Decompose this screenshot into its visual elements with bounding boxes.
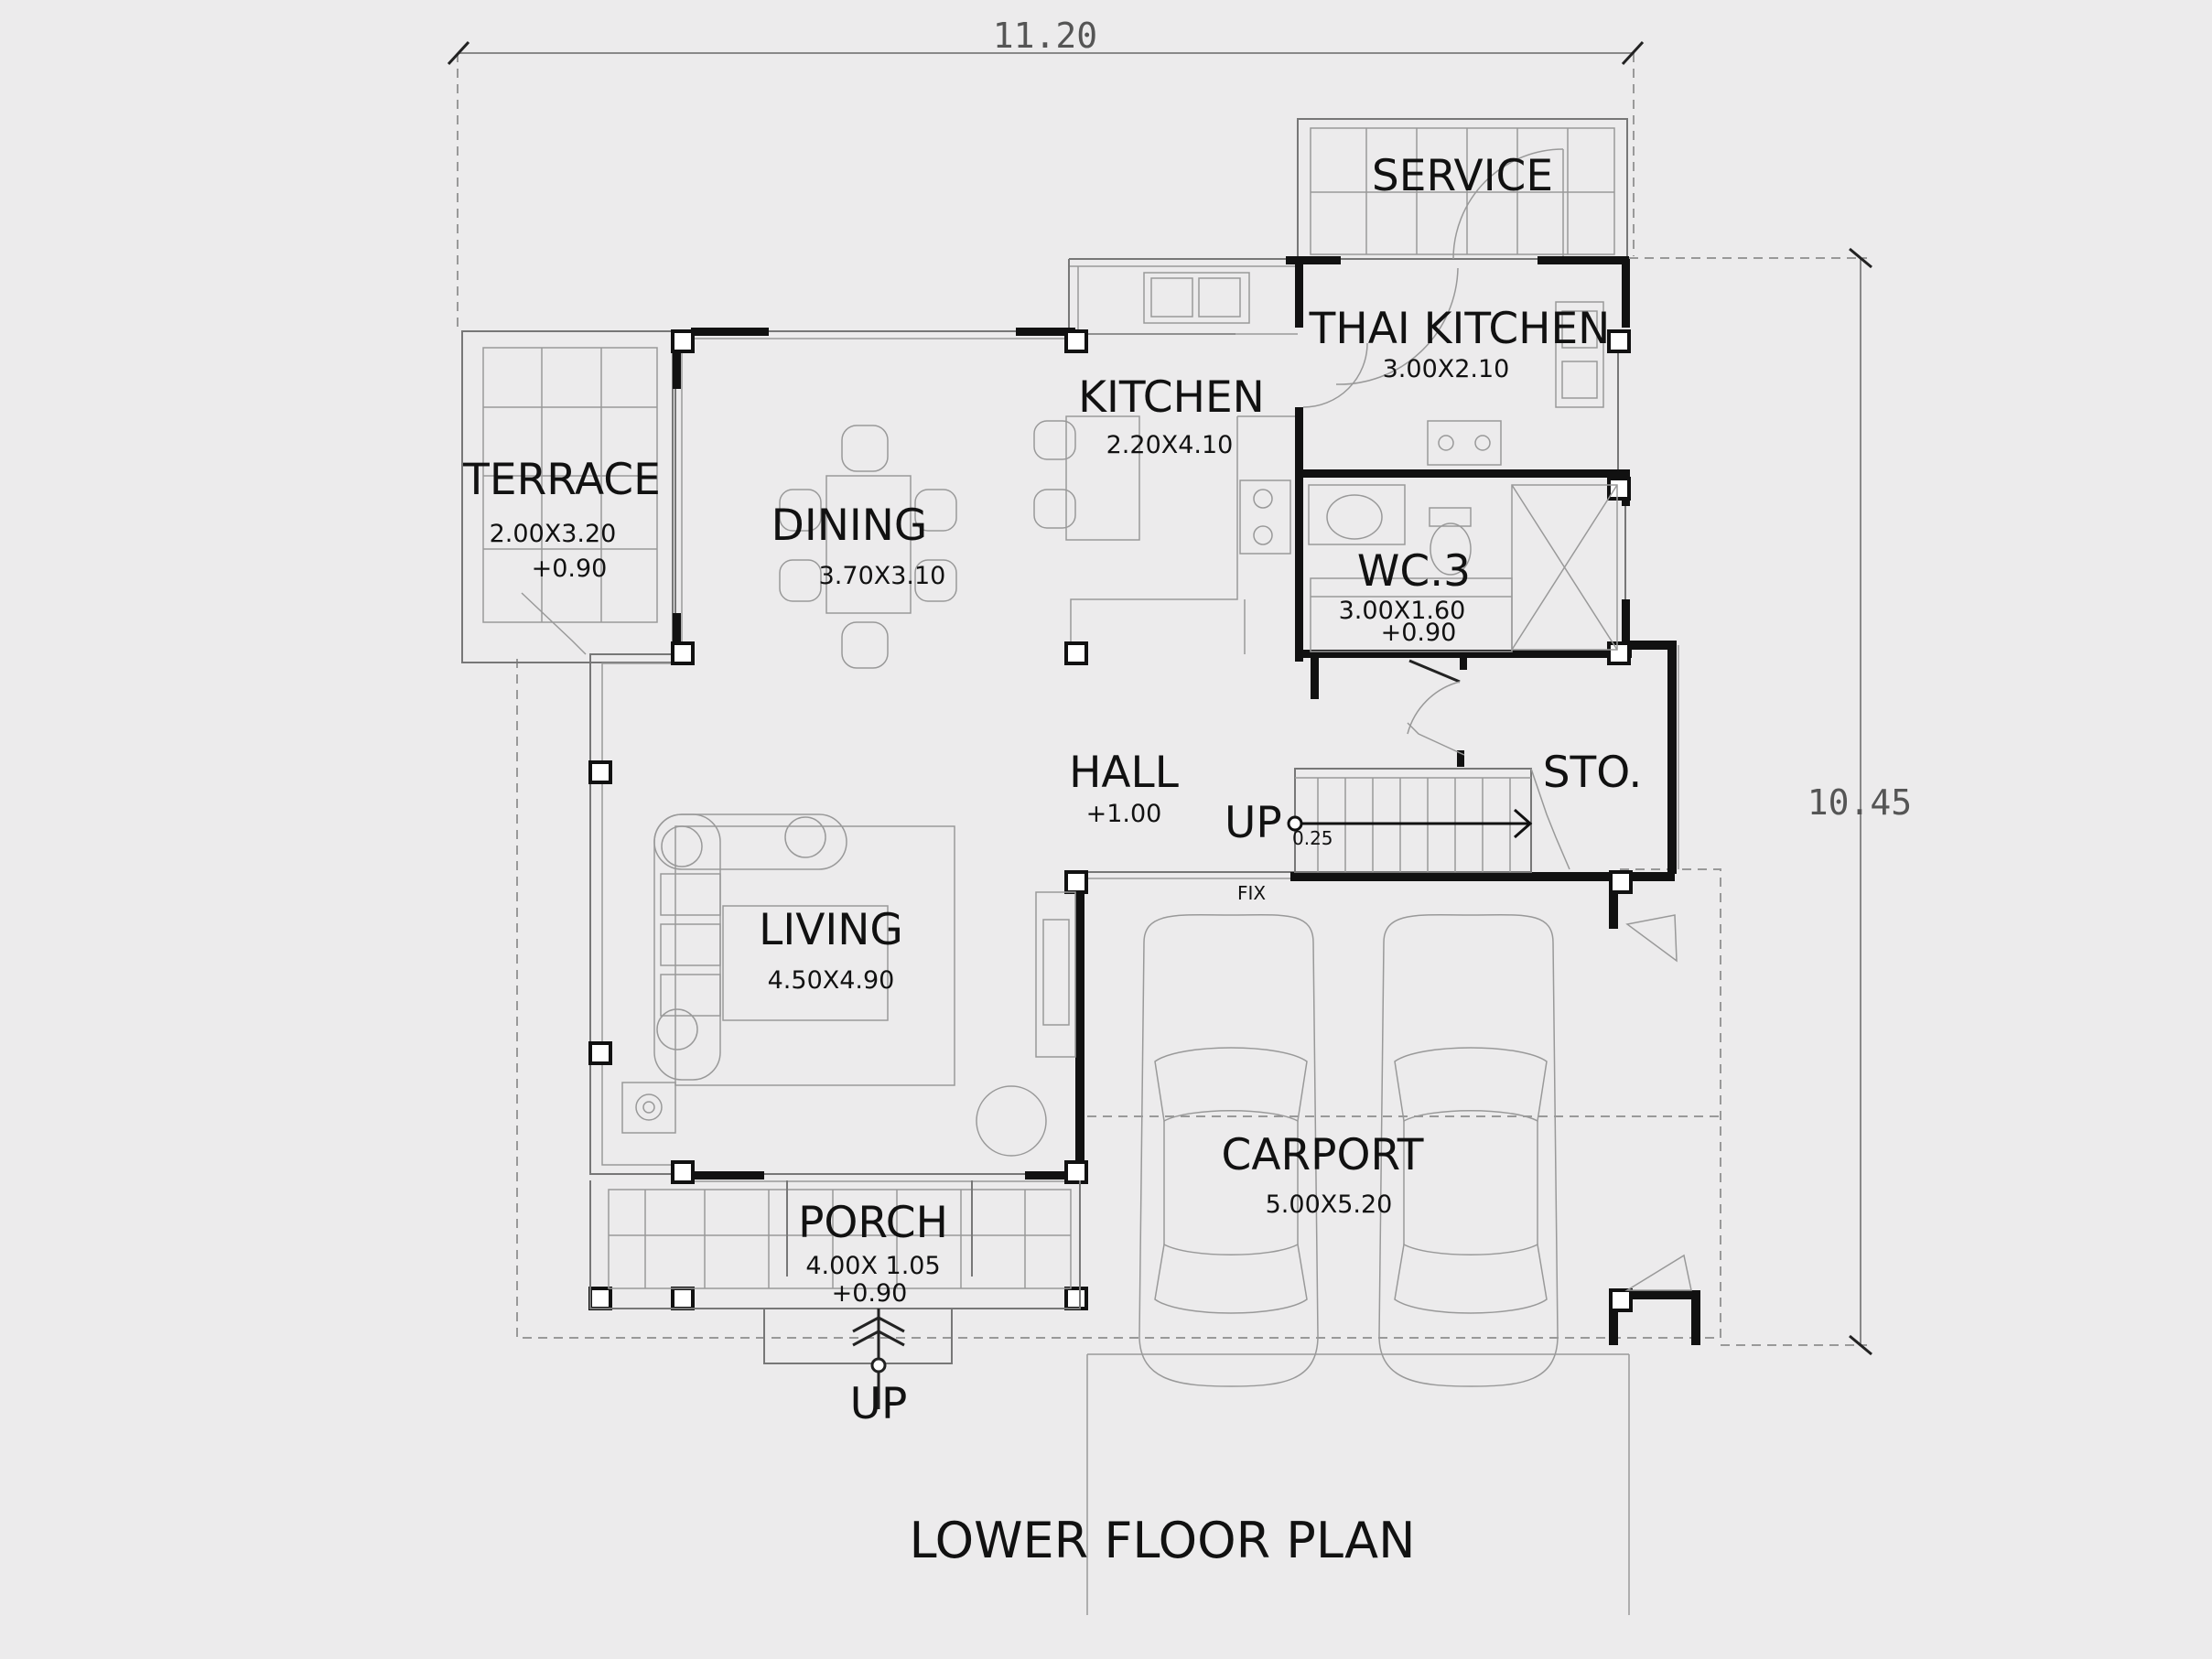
terrace-size: 2.00X3.20: [490, 520, 617, 548]
entry-up-label: UP: [850, 1379, 908, 1429]
fixed-window-label: FIX: [1237, 882, 1266, 904]
hall-level: +1.00: [1086, 800, 1162, 828]
kitchen-label: KITCHEN: [1078, 372, 1265, 423]
porch-level: +0.90: [832, 1279, 908, 1308]
terrace-level: +0.90: [532, 555, 608, 583]
terrace-label: TERRACE: [462, 455, 661, 505]
kitchen-fixtures: [1033, 272, 1291, 555]
glazing-lines: [589, 258, 1679, 1615]
porch-size: 4.00X 1.05: [805, 1252, 940, 1280]
thai-kitchen-size: 3.00X2.10: [1383, 355, 1510, 383]
service-area: [1297, 118, 1628, 260]
width-dimension-label: 11.20: [993, 16, 1097, 56]
storage-label: STO.: [1543, 748, 1643, 798]
columns: [588, 329, 1633, 1312]
living-size: 4.50X4.90: [768, 966, 895, 995]
kitchen-size: 2.20X4.10: [1106, 431, 1234, 459]
wc-label: WC.3: [1357, 546, 1471, 597]
thai-kitchen-fixtures: [1302, 267, 1604, 466]
car-right: [1378, 914, 1559, 1387]
roof-outline: [516, 659, 1721, 1339]
thai-kitchen-label: THAI KITCHEN: [1309, 304, 1611, 354]
plan-title: LOWER FLOOR PLAN: [910, 1512, 1416, 1569]
width-dimension-line: [447, 40, 1645, 329]
stair-step-label: 0.25: [1292, 827, 1333, 849]
walls: [673, 256, 1700, 1345]
car-left: [1138, 914, 1319, 1387]
service-label: SERVICE: [1372, 151, 1553, 201]
dining-label: DINING: [772, 501, 928, 551]
carport-label: CARPORT: [1222, 1130, 1424, 1180]
wc-size: 3.00X1.60: [1339, 597, 1466, 625]
wc-fixtures: [1308, 484, 1618, 652]
carport-cars: [1138, 914, 1692, 1387]
hall-label: HALL: [1069, 748, 1179, 798]
stair-up-label: UP: [1225, 798, 1282, 848]
depth-dimension-line: [1629, 247, 1872, 1356]
staircase: [1287, 768, 1570, 873]
porch-label: PORCH: [798, 1198, 948, 1248]
dining-size: 3.70X3.10: [819, 562, 946, 590]
living-label: LIVING: [759, 905, 903, 955]
depth-dimension-label: 10.45: [1807, 782, 1912, 823]
wc-door: [1407, 659, 1465, 756]
wc-level: +0.90: [1381, 619, 1457, 647]
carport-size: 5.00X5.20: [1266, 1190, 1393, 1219]
porch-area: [589, 1180, 1081, 1409]
terrace-area: [461, 330, 676, 663]
dining-table: [779, 425, 957, 669]
living-furniture: [621, 813, 1076, 1157]
